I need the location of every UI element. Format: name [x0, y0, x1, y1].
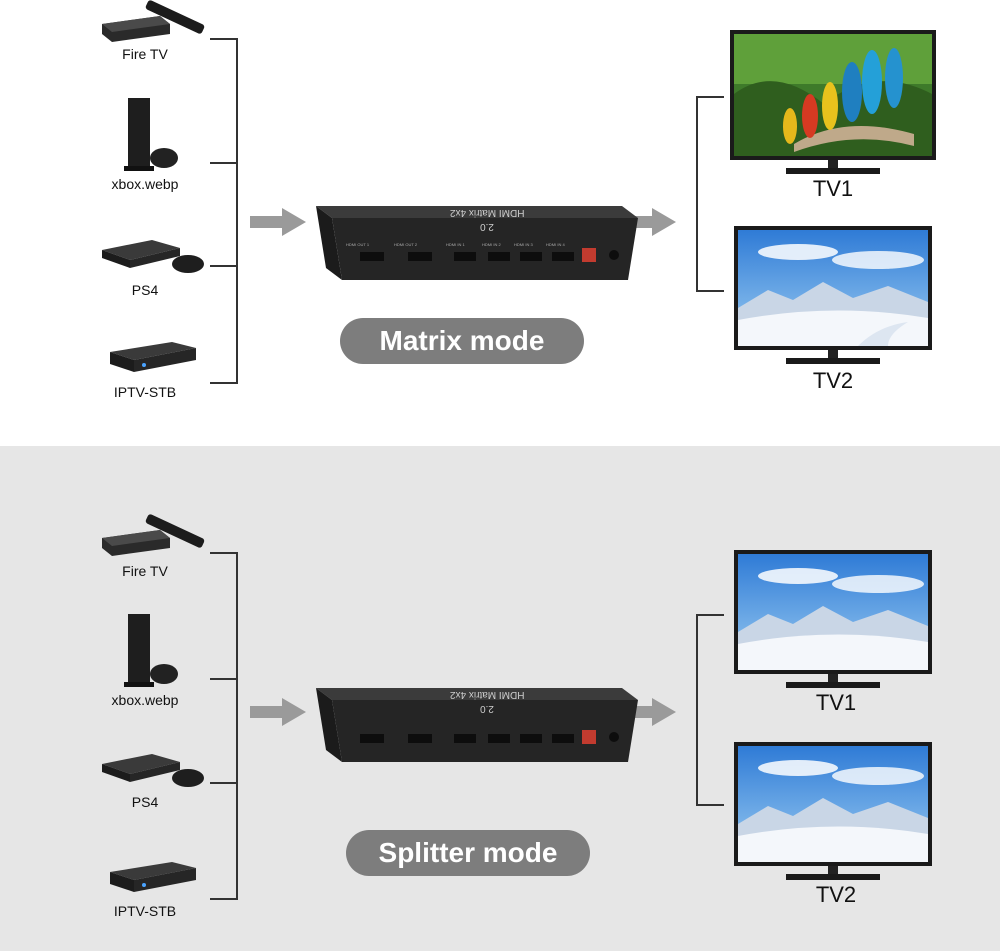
- source-label: PS4: [131, 794, 159, 810]
- device-name: HDMI Matrix 4x2: [450, 207, 525, 218]
- set-top-box-icon: [110, 862, 196, 892]
- tv-label: TV2: [815, 882, 857, 907]
- source-label: IPTV-STB: [113, 903, 177, 919]
- tv-label: TV1: [812, 176, 854, 201]
- input-bracket: [210, 552, 238, 900]
- xbox-icon: [124, 614, 178, 687]
- input-line: [210, 162, 236, 164]
- hdmi-matrix-device: [316, 688, 638, 762]
- snow-mountain-image: [738, 230, 928, 346]
- arrow-right-icon: [250, 698, 306, 726]
- device-version: 2.0: [480, 221, 494, 232]
- input-line: [210, 678, 236, 680]
- ps4-icon: [102, 754, 204, 787]
- fire-tv-icon: [102, 514, 205, 556]
- device-version: 2.0: [480, 703, 494, 714]
- tv-label: TV1: [815, 690, 857, 715]
- arrow-right-icon: [250, 208, 306, 236]
- source-label: xbox.webp: [111, 692, 179, 708]
- arrow-right-icon: [620, 208, 676, 236]
- tv-label: TV2: [812, 368, 854, 393]
- tv-stand: [786, 350, 880, 364]
- hdmi-matrix-device: [316, 206, 638, 280]
- snow-mountain-image: [738, 554, 928, 670]
- source-label: PS4: [131, 282, 159, 298]
- port-label: HDMI IN 1: [446, 242, 465, 247]
- tv2-screen: [734, 226, 932, 350]
- input-line: [210, 782, 236, 784]
- port-label: HDMI OUT 1: [346, 242, 370, 247]
- matrix-mode-panel: Fire TV xbox.webp PS4 IPTV-STB: [0, 0, 1000, 446]
- xbox-icon: [124, 98, 178, 171]
- tv2-screen: [734, 742, 932, 866]
- port-label: HDMI IN 4: [546, 242, 565, 247]
- source-label: IPTV-STB: [113, 384, 177, 400]
- tv1-screen: [734, 550, 932, 674]
- tv-stand: [786, 866, 880, 880]
- arrow-right-icon: [620, 698, 676, 726]
- port-label: HDMI IN 2: [482, 242, 501, 247]
- device-name: HDMI Matrix 4x2: [450, 689, 525, 700]
- splitter-mode-panel: Fire TV xbox.webp PS4 IPTV-STB: [0, 446, 1000, 951]
- ps4-icon: [102, 240, 204, 273]
- port-label: HDMI OUT 2: [394, 242, 418, 247]
- output-bracket: [696, 96, 724, 292]
- tv1-screen: [730, 30, 936, 160]
- fire-tv-icon: [102, 0, 205, 42]
- mode-label: Matrix mode: [340, 318, 584, 364]
- tv-stand: [786, 674, 880, 688]
- input-line: [210, 265, 236, 267]
- parrots-image: [734, 34, 932, 156]
- port-label: HDMI IN 3: [514, 242, 533, 247]
- source-label: Fire TV: [122, 46, 168, 62]
- set-top-box-icon: [110, 342, 196, 372]
- source-label: xbox.webp: [111, 176, 179, 192]
- input-bracket: [210, 38, 238, 384]
- snow-mountain-image: [738, 746, 928, 862]
- source-label: Fire TV: [122, 563, 168, 579]
- output-bracket: [696, 614, 724, 806]
- mode-label: Splitter mode: [346, 830, 590, 876]
- tv-stand: [786, 160, 880, 174]
